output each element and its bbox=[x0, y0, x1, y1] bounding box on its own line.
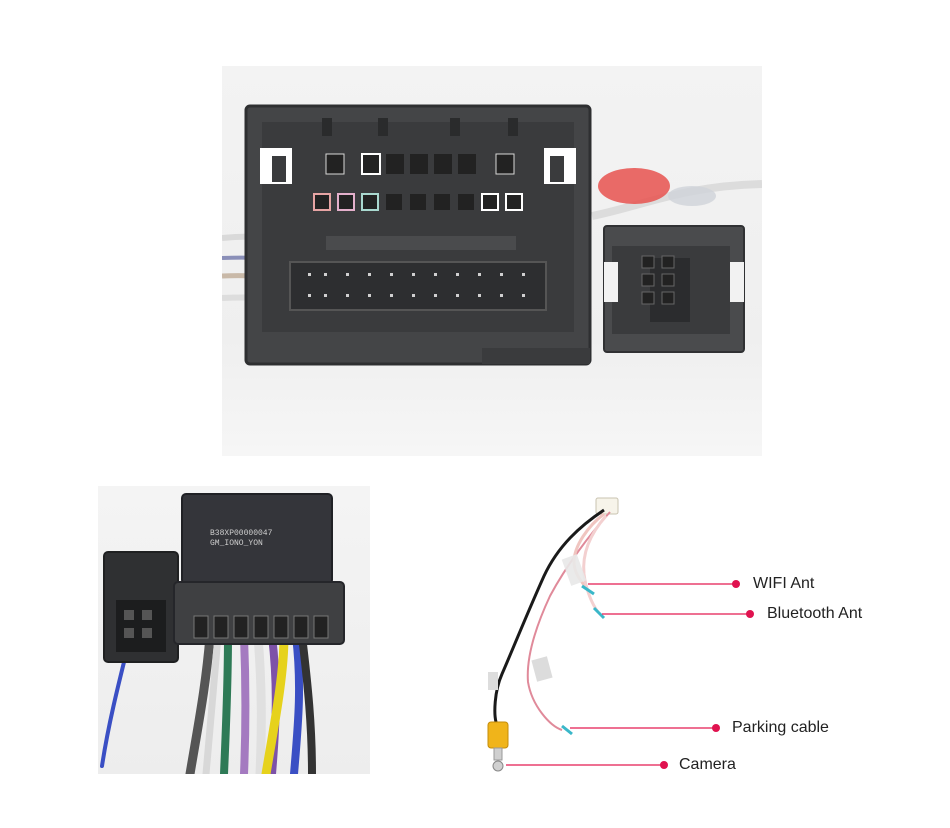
background-plug-blur bbox=[668, 186, 716, 206]
secondary-connector bbox=[603, 225, 745, 353]
rca-camera-plug bbox=[487, 721, 509, 772]
harness-main-plug bbox=[173, 493, 345, 645]
bluetooth-antenna-tip bbox=[592, 606, 606, 620]
part-code-text: GM_IONO_YON bbox=[210, 539, 263, 548]
key-ridge bbox=[326, 236, 516, 250]
small-plug bbox=[103, 551, 179, 663]
parking-callout-dot bbox=[712, 724, 720, 732]
callout-leaders bbox=[506, 580, 754, 769]
connector-front-photo bbox=[221, 66, 763, 456]
bluetooth-ant-label: Bluetooth Ant bbox=[767, 605, 863, 622]
red-plug-blur bbox=[598, 168, 670, 204]
parking-cable-label: Parking cable bbox=[732, 719, 829, 736]
lower-pin-block bbox=[289, 261, 547, 311]
background-wire bbox=[591, 180, 763, 220]
harness-side-illustration bbox=[100, 493, 345, 779]
parking-wire bbox=[526, 511, 611, 731]
cable-callout-diagram: WIFI Ant Bluetooth Ant Parking cable Cam… bbox=[470, 486, 940, 796]
cable-illustration bbox=[487, 497, 754, 772]
connector-front-illustration bbox=[221, 104, 763, 366]
wire-tag bbox=[561, 554, 587, 586]
camera-wire bbox=[493, 508, 605, 723]
bluetooth-antenna-wire bbox=[582, 515, 608, 613]
wire-tag bbox=[531, 656, 553, 682]
camera-callout-dot bbox=[660, 761, 668, 769]
wifi-ant-label: WIFI Ant bbox=[753, 575, 815, 592]
bluetooth-callout-dot bbox=[746, 610, 754, 618]
upper-pin-row bbox=[325, 153, 515, 175]
wire-tag bbox=[488, 672, 498, 690]
wifi-callout-dot bbox=[732, 580, 740, 588]
middle-pin-row bbox=[313, 193, 523, 211]
main-harness-connector bbox=[244, 104, 592, 366]
harness-wires bbox=[100, 631, 316, 779]
camera-label: Camera bbox=[679, 756, 736, 773]
part-number-text: B38XP00000047 bbox=[210, 529, 273, 538]
harness-side-photo: B38XP00000047 GM_IONO_YON bbox=[98, 486, 370, 779]
parking-wire-tip bbox=[561, 724, 573, 736]
wifi-antenna-tip bbox=[581, 584, 595, 596]
